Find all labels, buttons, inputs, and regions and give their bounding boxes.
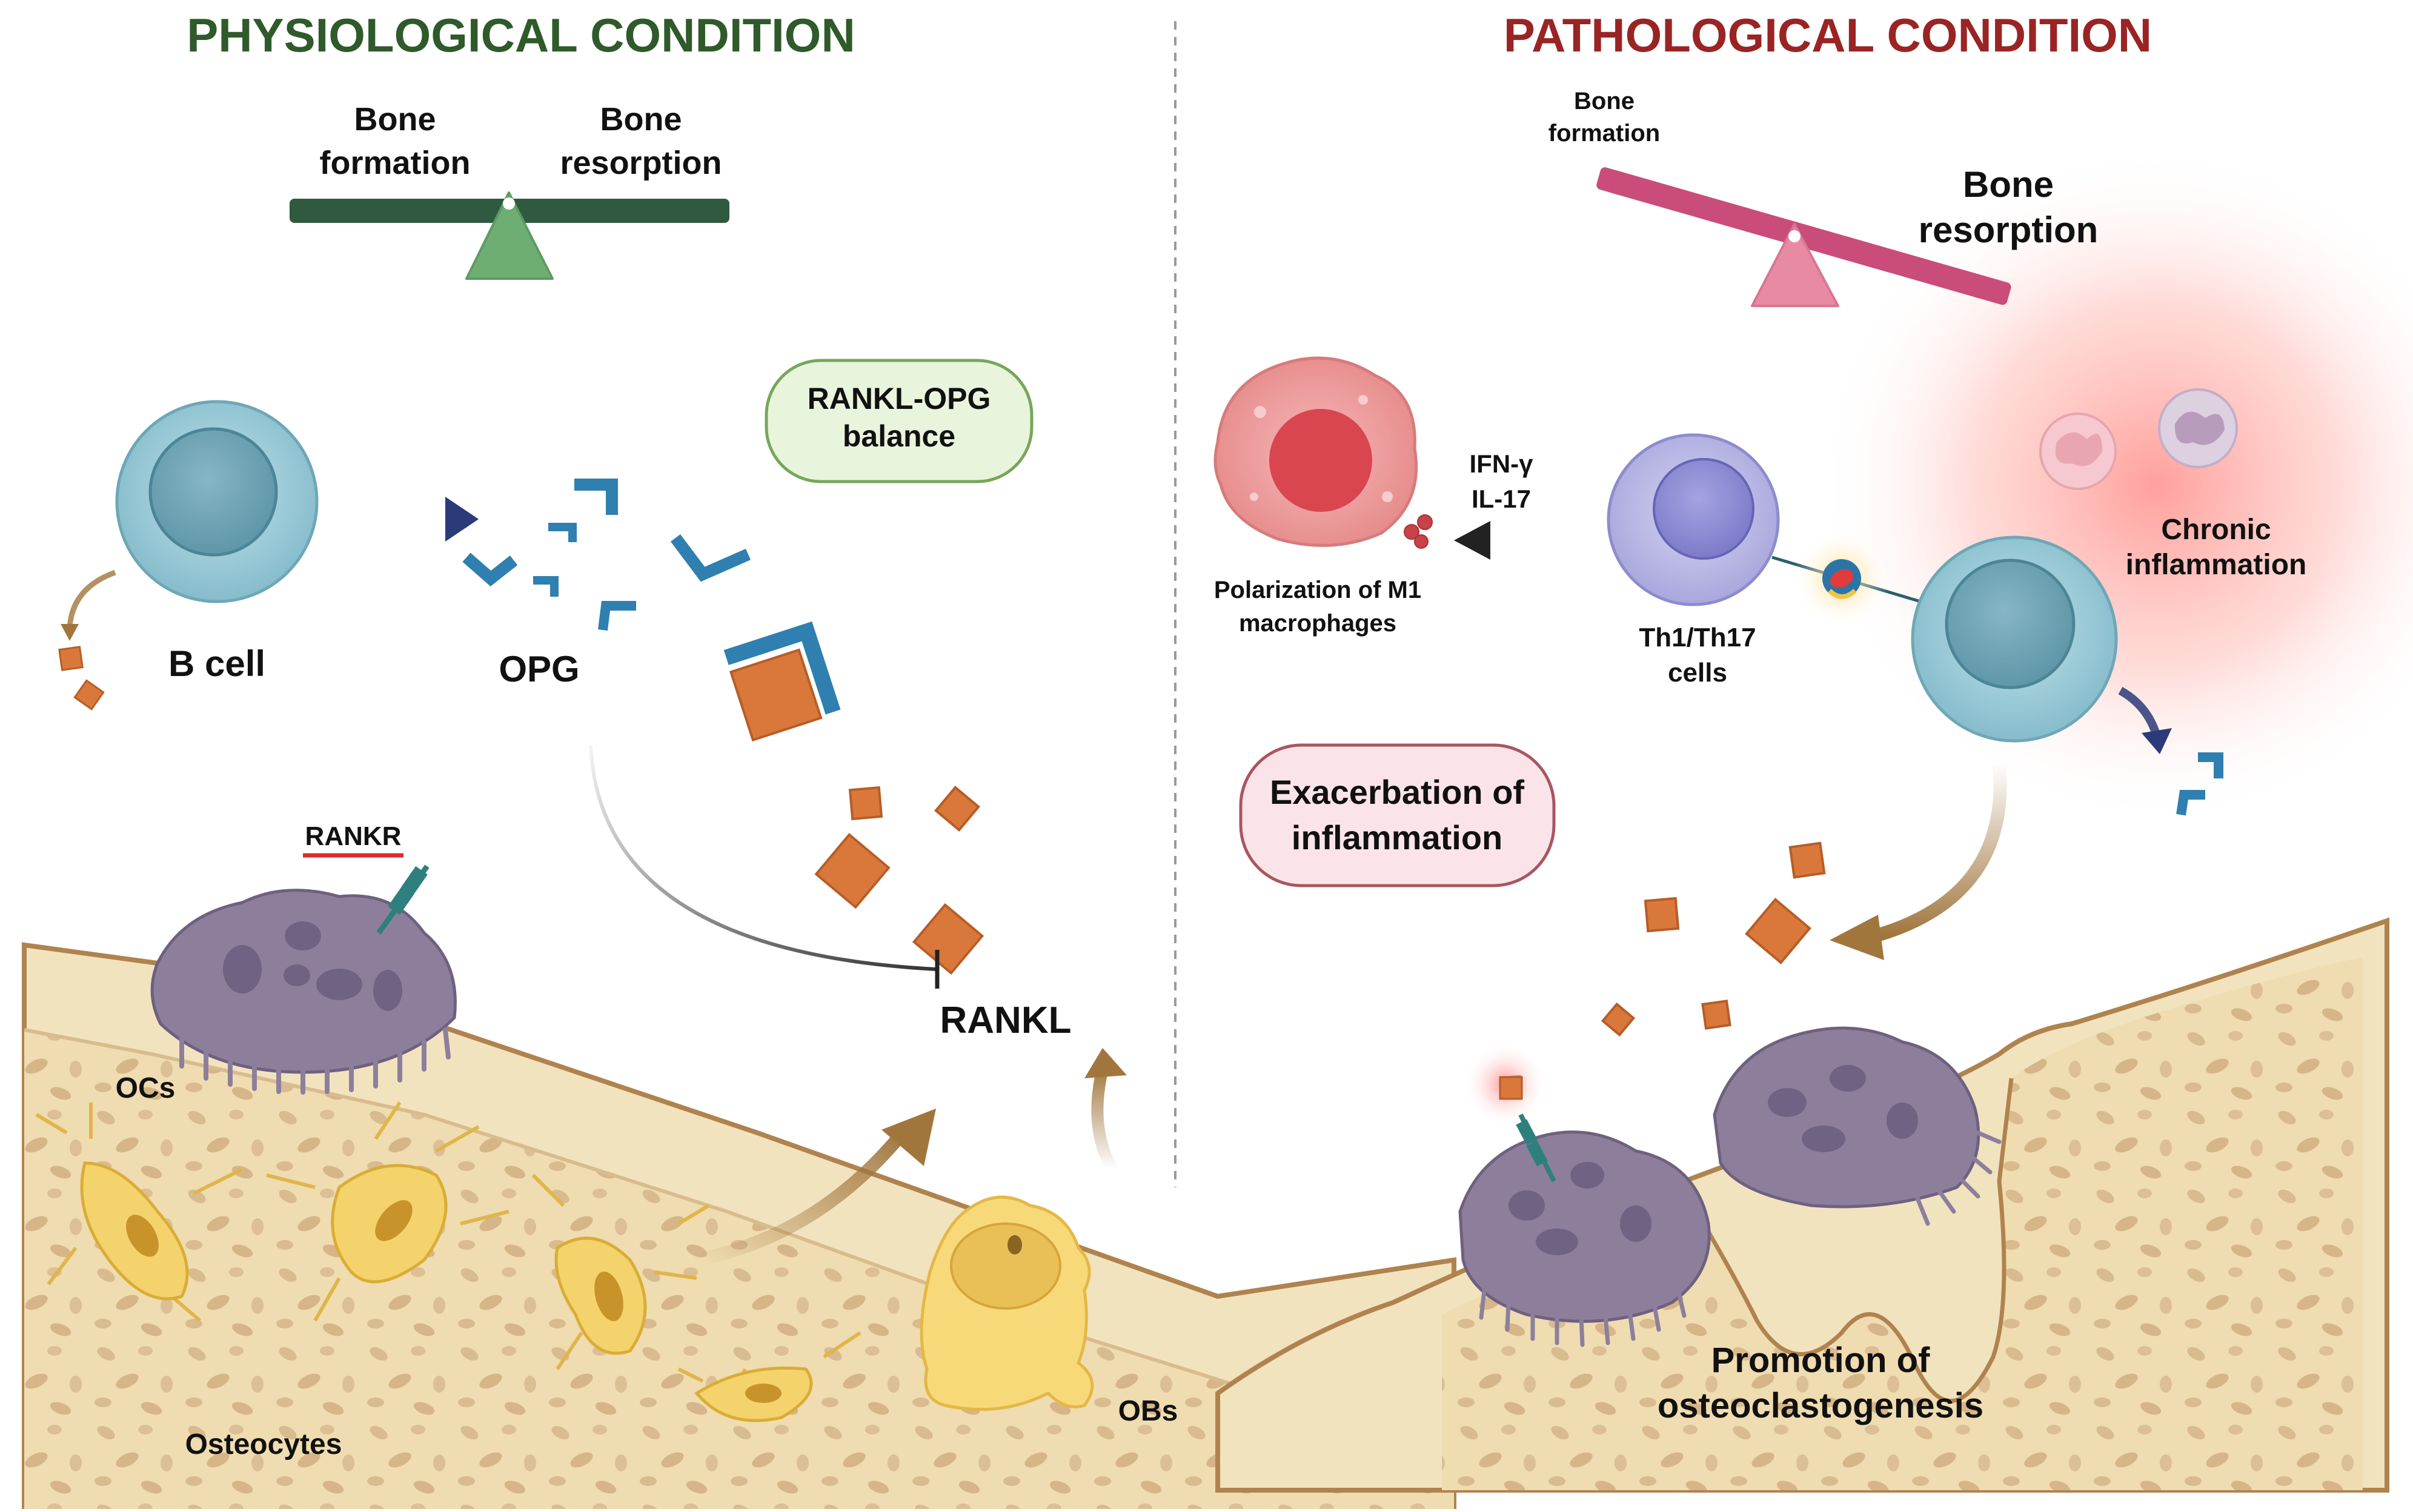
antigen-presentation-complex [1822,559,1861,599]
m1-macrophage: Polarization of M1 macrophages [1213,356,1433,637]
inflammation-glow [1817,145,2413,824]
opg-molecule [671,534,751,582]
rankl-particles [814,785,984,975]
exacerbation-line2: inflammation [1292,818,1502,857]
left-balance-formation-line2: formation [320,145,471,181]
rankl-particle [1601,1002,1636,1037]
left-balance-resorption-line2: resorption [560,145,722,181]
th1-th17-cell: Th1/Th17 cells [1607,433,1780,688]
th-label-line1: Th1/Th17 [1639,623,1756,652]
opg-molecules-right [2176,752,2223,816]
balance-beam-tilted [1596,167,2011,305]
rankl-particles-right [1499,841,1826,1099]
balance-fulcrum-green [465,191,554,280]
rankl-particle [58,646,84,671]
osteoclast-right-2 [1713,1026,2002,1226]
right-balance-resorption-line1: Bone [1963,164,2054,205]
inflammatory-cell [2158,388,2238,468]
osteocyte-to-rankl-arrow [695,1129,908,1267]
obs-label: OBs [1118,1395,1178,1427]
exacerbation-line1: Exacerbation of [1270,773,1524,811]
rankl-particle [1644,897,1680,933]
rank-receptor-right [1499,1076,1556,1182]
left-balance: Bone formation Bone resorption [290,101,729,280]
rankl-particle [934,785,981,832]
b-cell-activated [1911,536,2118,743]
right-heading: PATHOLOGICAL CONDITION [1504,8,2152,62]
opg-molecule [574,479,618,515]
right-panel: PATHOLOGICAL CONDITION Bone formation Bo… [1213,8,2413,1493]
rankl-particle [814,833,891,909]
rank-receptor [376,864,430,935]
rankl-particle [1745,898,1811,964]
osteocytes-label: Osteocytes [185,1428,342,1461]
th-label-line2: cells [1668,658,1727,688]
opg-molecule [2198,752,2223,778]
right-balance-formation-line2: formation [1548,120,1660,147]
b-cell: B cell [58,400,319,711]
b-cell-to-opg-arrow-right [2118,686,2161,738]
cytokine-ifn-gamma: IFN-γ [1470,449,1534,478]
ocs-label: OCs [116,1072,176,1104]
rankl-opg-balance-box: RANKL-OPG balance [765,359,1034,483]
inflammatory-cell [2039,413,2117,490]
rankr-label: RANKR [305,821,402,851]
rankl-particle [912,903,984,975]
m1-label-line2: macrophages [1239,610,1396,637]
exacerbation-box: Exacerbation of inflammation [1239,743,1556,887]
b-cell-label: B cell [168,643,265,684]
left-balance-resorption-line1: Bone [600,101,682,138]
balance-fulcrum-pink [1751,223,1839,307]
rankl-particle [73,679,105,711]
right-balance: Bone formation Bone resorption [1548,88,2099,307]
rankl-particle [1701,1000,1731,1030]
cytokine-il17: IL-17 [1472,485,1531,513]
promotion-line1: Promotion of [1711,1341,1931,1380]
left-bone [22,942,1456,1511]
rankl-label: RANKL [940,1000,1072,1041]
promotion-line2: osteoclastogenesis [1658,1386,1983,1425]
rankl-opg-box-line1: RANKL-OPG [808,382,991,416]
opg-rankl-complex [723,621,841,742]
left-heading: PHYSIOLOGICAL CONDITION [187,8,855,62]
osteoblast-to-rankl-arrow [1091,1064,1118,1172]
opg-inhibition-line [589,744,937,971]
rankl-particle [848,786,883,821]
rankl-opg-box-line2: balance [843,419,955,453]
right-balance-formation-line1: Bone [1574,88,1635,114]
opg-label: OPG [499,649,579,689]
opg-molecule [548,523,577,542]
m1-label-line1: Polarization of M1 [1214,577,1421,603]
left-balance-formation-line1: Bone [354,101,436,138]
left-panel: PHYSIOLOGICAL CONDITION Bone formation B… [22,8,1456,1511]
b-cell-to-rankl-arrow [1873,763,2007,943]
osteoclast-right-1 [1458,1042,1711,1347]
chronic-inflammation-line1: Chronic [2161,514,2271,546]
opg-molecules [462,479,751,631]
chronic-inflammation-line2: inflammation [2126,549,2307,581]
osteoblast [920,1195,1094,1411]
right-balance-resorption-line2: resorption [1919,210,2099,250]
osteocytes [35,1101,861,1407]
opg-molecule [533,576,559,597]
b-cell-secretion-arrow [67,569,116,628]
osteoclast-left [150,864,457,1095]
opg-molecule [462,552,518,587]
opg-molecule [598,601,636,631]
rankl-particle [1788,841,1826,879]
opg-molecule [2176,790,2205,816]
